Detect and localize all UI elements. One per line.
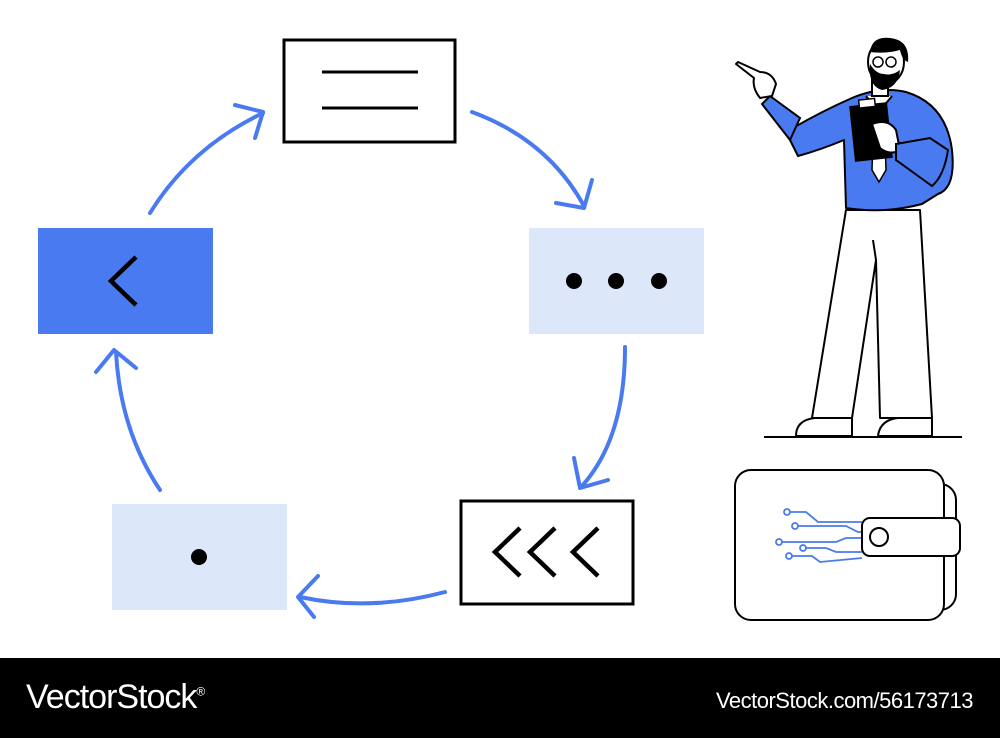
triple-chevron-left-icon	[491, 526, 600, 578]
ellipsis-icon	[566, 273, 667, 289]
registered-mark: ®	[196, 684, 205, 699]
brand-text: VectorStock	[26, 678, 197, 716]
node-menu	[282, 38, 457, 144]
vectorstock-logo: VectorStock®	[26, 678, 205, 717]
cycle-diagram-canvas	[38, 37, 962, 621]
node-dot	[112, 504, 287, 610]
menu-lines-icon	[322, 70, 418, 110]
wallet-button	[869, 527, 889, 547]
arrow-back-to-menu	[148, 103, 265, 215]
node-back	[38, 228, 213, 334]
dot-icon	[191, 549, 207, 565]
person-illustration	[735, 37, 962, 438]
arrow-dot-to-back	[94, 348, 162, 492]
chevron-left-icon	[107, 255, 138, 307]
node-ellipsis	[529, 228, 704, 334]
image-id: VectorStock.com/56173713	[715, 688, 974, 713]
node-rewind	[459, 499, 635, 606]
arrow-menu-to-ellipsis	[470, 110, 594, 210]
wallet-illustration	[734, 469, 961, 621]
arrow-ellipsis-to-rewind	[572, 345, 627, 490]
wallet-clasp	[861, 517, 961, 557]
arrow-rewind-to-dot	[296, 574, 447, 619]
circuit-lines-icon	[775, 508, 863, 563]
watermark-bar: VectorStock® VectorStock.com/56173713	[0, 658, 1000, 738]
